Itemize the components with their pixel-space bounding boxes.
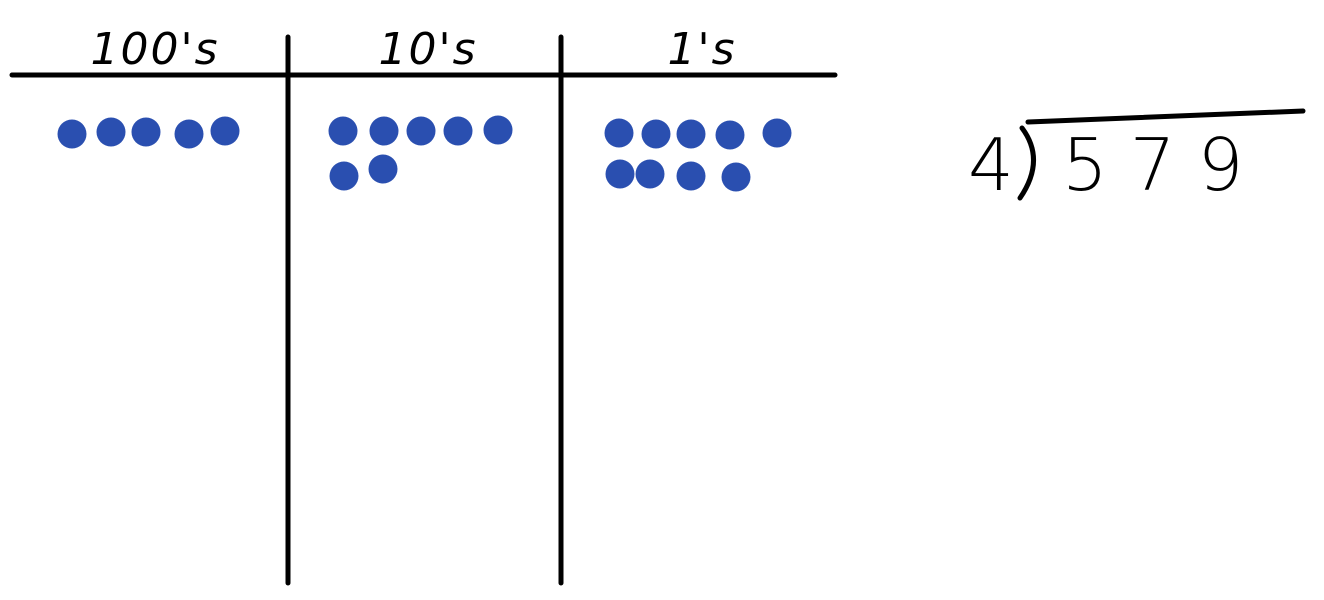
disk-hundreds-5 (210, 116, 240, 146)
dividend: 579 (1062, 123, 1265, 207)
column-label-ones: 1's (667, 24, 736, 75)
disk-ones-2 (641, 119, 671, 149)
disk-tens-7 (368, 154, 398, 184)
disk-group-ones (604, 118, 792, 192)
disk-tens-4 (443, 116, 473, 146)
disk-tens-6 (329, 161, 359, 191)
disk-ones-1 (604, 118, 634, 148)
disk-group-tens (328, 115, 513, 191)
disk-group-hundreds (57, 116, 240, 149)
long-division-problem: 4 579 (968, 108, 1306, 207)
disk-ones-6 (605, 159, 635, 189)
disk-hundreds-4 (174, 119, 204, 149)
disk-ones-7 (635, 159, 665, 189)
division-bracket (1017, 108, 1306, 201)
disk-ones-4 (715, 120, 745, 150)
disk-tens-2 (369, 116, 399, 146)
disk-tens-5 (483, 115, 513, 145)
disk-ones-5 (762, 118, 792, 148)
disk-hundreds-2 (96, 117, 126, 147)
column-label-tens: 10's (378, 24, 477, 75)
column-label-hundreds: 100's (90, 24, 219, 75)
disk-tens-1 (328, 116, 358, 146)
disk-hundreds-3 (131, 117, 161, 147)
disk-tens-3 (406, 116, 436, 146)
divisor: 4 (968, 123, 1014, 207)
disk-ones-8 (676, 161, 706, 191)
disk-ones-3 (676, 119, 706, 149)
disk-ones-9 (721, 162, 751, 192)
disk-hundreds-1 (57, 119, 87, 149)
